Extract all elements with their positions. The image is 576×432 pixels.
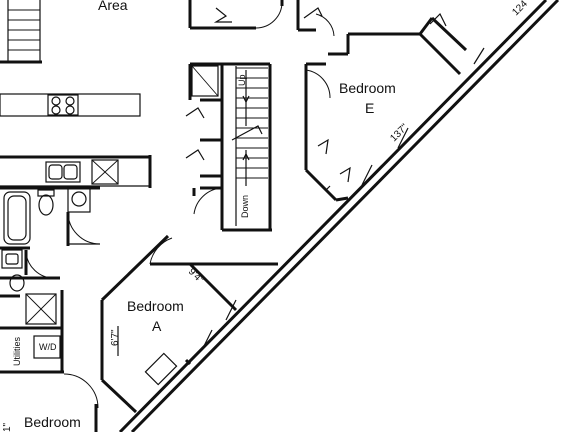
- washer-dryer-label: W/D: [39, 342, 57, 352]
- half-bath: [0, 249, 99, 432]
- dimension-top-right: 124: [510, 0, 530, 18]
- kitchen-sink-counter: [0, 155, 152, 188]
- bedroom-bottom-label: Bedroom: [24, 414, 81, 430]
- bedroom-a-label: Bedroom: [127, 298, 184, 314]
- stairwell: [188, 62, 272, 232]
- bedroom-e-letter: E: [365, 100, 374, 116]
- stair-up-label: Up: [237, 74, 247, 86]
- upper-left-stair: [0, 0, 42, 64]
- dimension-bedroom-a-side: 6'7": [110, 329, 121, 346]
- bedroom-e-label: Bedroom: [339, 80, 396, 96]
- bathroom: [0, 186, 101, 250]
- dimension-bedroom-a-top: 9'4": [186, 266, 206, 286]
- bedroom-a-walls: [100, 234, 278, 414]
- top-closets: [188, 0, 335, 37]
- kitchen-counter: [0, 93, 141, 117]
- diagonal-exterior-wall: [118, 0, 560, 432]
- utilities-label: Utilities: [12, 336, 22, 366]
- stair-down-label: Down: [240, 195, 250, 218]
- dimension-bottom-left: 1": [2, 422, 13, 432]
- stair-closets: [185, 98, 223, 215]
- bedroom-e-walls: [304, 12, 468, 202]
- area-label: Area: [98, 0, 128, 13]
- bedroom-a-letter: A: [152, 318, 162, 334]
